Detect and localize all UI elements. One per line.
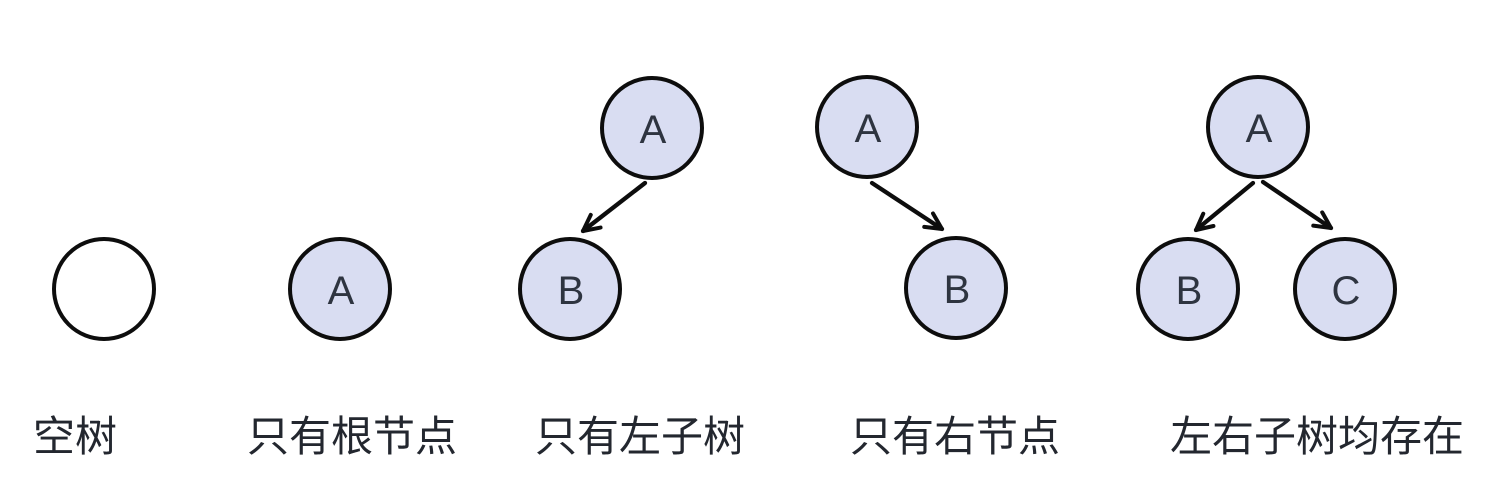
node-label: B bbox=[557, 268, 585, 313]
node-label: A bbox=[639, 107, 667, 152]
node-label: A bbox=[854, 106, 882, 151]
caption-both-subtrees: 左右子树均存在 bbox=[1169, 413, 1465, 460]
node-label: A bbox=[1245, 106, 1273, 151]
caption-left-subtree-only: 只有左子树 bbox=[534, 413, 746, 460]
edge-arrow-left-subtree bbox=[580, 180, 648, 234]
node-label: A bbox=[327, 268, 355, 313]
tree-node-both-b: B bbox=[1136, 237, 1240, 341]
caption-empty-tree: 空树 bbox=[32, 413, 118, 460]
empty-tree-node bbox=[52, 237, 156, 341]
tree-node-left-only-a: A bbox=[600, 76, 704, 180]
node-label: C bbox=[1331, 268, 1361, 313]
tree-node-both-c: C bbox=[1293, 237, 1397, 341]
node-label: B bbox=[943, 267, 971, 312]
tree-node-both-a: A bbox=[1206, 75, 1310, 179]
caption-root-only: 只有根节点 bbox=[246, 413, 458, 460]
edge-arrow-right-node bbox=[869, 180, 945, 232]
tree-node-root-only-a: A bbox=[288, 237, 392, 341]
edge-arrow-both-left bbox=[1193, 180, 1256, 233]
edge-arrow-both-right bbox=[1260, 179, 1334, 231]
tree-node-right-only-b: B bbox=[904, 236, 1008, 340]
node-label: B bbox=[1175, 268, 1203, 313]
tree-node-left-only-b: B bbox=[518, 237, 622, 341]
caption-right-node-only: 只有右节点 bbox=[849, 413, 1061, 460]
tree-node-right-only-a: A bbox=[815, 75, 919, 179]
